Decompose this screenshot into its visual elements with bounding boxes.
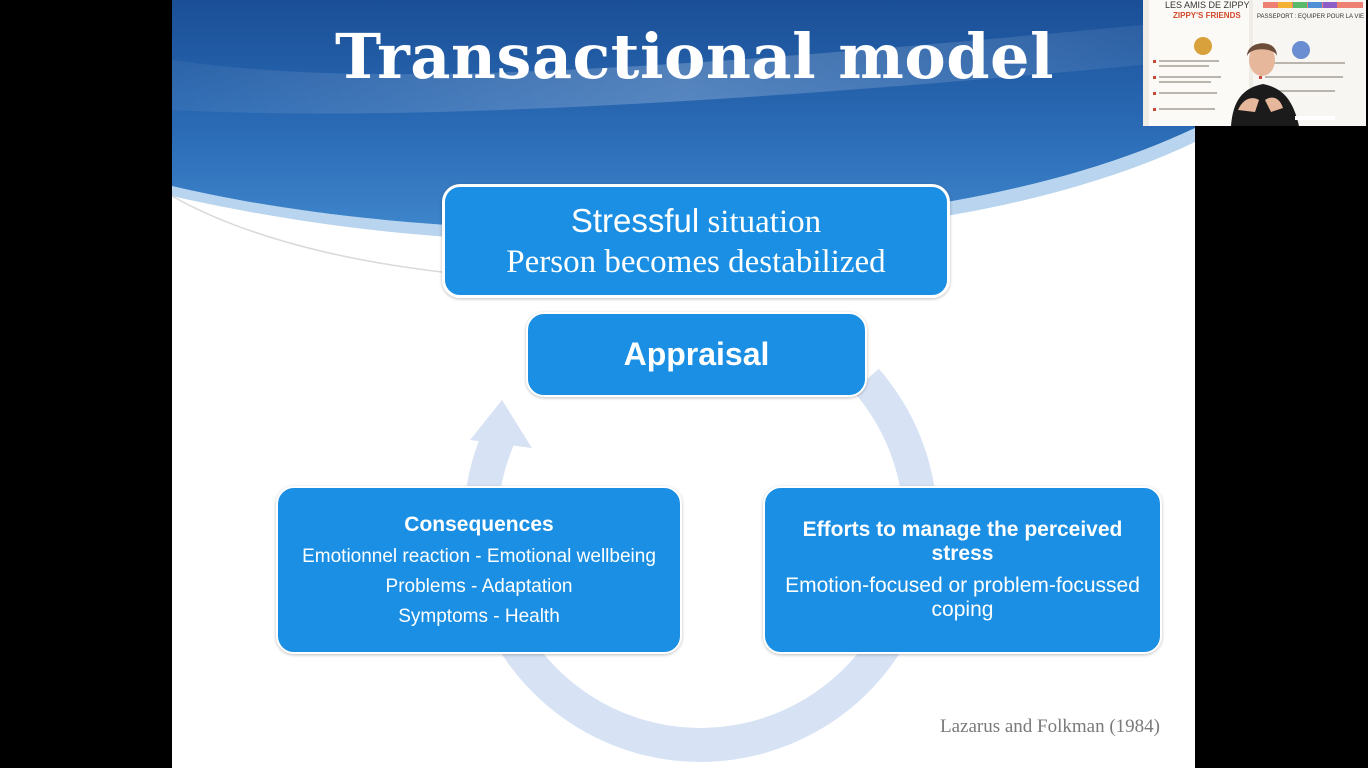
stress-line1-b: situation [699,203,822,240]
consequences-box: Consequences Emotionnel reaction - Emoti… [276,486,682,654]
stressful-situation-box: Stressful situation Person becomes desta… [442,184,950,298]
stress-line2: Person becomes destabilized [506,243,886,280]
poster-left-subtitle: ZIPPY'S FRIENDS [1173,11,1241,20]
efforts-heading: Efforts to manage the perceived stress [802,518,1123,565]
presenter-webcam-feed: LES AMIS DE ZIPPY ZIPPY'S FRIENDS PASSEP… [1143,0,1366,126]
consequences-line: Emotionnel reaction - Emotional wellbein… [302,546,656,567]
poster-left-title: LES AMIS DE ZIPPY [1165,0,1250,10]
efforts-box: Efforts to manage the perceived stress E… [763,486,1162,654]
consequences-line: Symptoms - Health [398,606,560,627]
consequences-line: Problems - Adaptation [385,576,573,597]
consequences-heading: Consequences [404,513,554,536]
appraisal-label: Appraisal [623,336,770,372]
poster-right-title: PASSEPORT : EQUIPER POUR LA VIE [1257,14,1365,20]
stress-line1-a: Stressful [570,201,700,239]
presentation-slide: Transactional model Stressful situation … [172,0,1195,768]
slide-title: Transactional model [334,20,1055,93]
citation: Lazarus and Folkman (1984) [939,716,1160,737]
appraisal-box: Appraisal [526,312,867,397]
efforts-body: Emotion-focused or problem-focussed copi… [785,574,1140,621]
